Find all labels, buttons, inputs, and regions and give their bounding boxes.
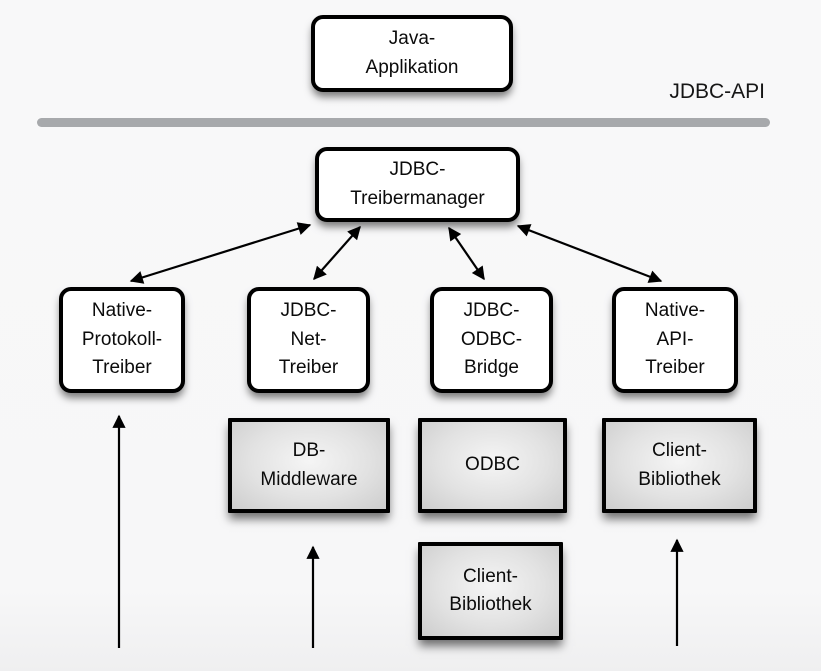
node-client-bibliothek-native: Client- Bibliothek bbox=[602, 418, 757, 513]
node-client-bibliothek-odbc: Client- Bibliothek bbox=[418, 542, 563, 640]
arrow-manager-native-api bbox=[516, 224, 663, 283]
node-native-api-treiber: Native- API- Treiber bbox=[612, 287, 738, 393]
arrow-manager-jdbc-odbc bbox=[448, 226, 485, 281]
jdbc-api-divider-line bbox=[37, 118, 770, 127]
arrow-manager-jdbc-net bbox=[313, 226, 361, 280]
node-odbc: ODBC bbox=[418, 418, 567, 513]
node-java-applikation: Java- Applikation bbox=[311, 15, 513, 92]
node-db-middleware: DB- Middleware bbox=[228, 418, 390, 513]
arrow-manager-native-protokoll bbox=[129, 222, 312, 284]
jdbc-api-label: JDBC-API bbox=[669, 80, 765, 103]
node-native-protokoll-treiber: Native- Protokoll- Treiber bbox=[59, 287, 185, 393]
node-jdbc-treibermanager: JDBC- Treibermanager bbox=[315, 147, 520, 222]
node-jdbc-net-treiber: JDBC- Net- Treiber bbox=[247, 287, 370, 393]
node-jdbc-odbc-bridge: JDBC- ODBC- Bridge bbox=[430, 287, 553, 393]
